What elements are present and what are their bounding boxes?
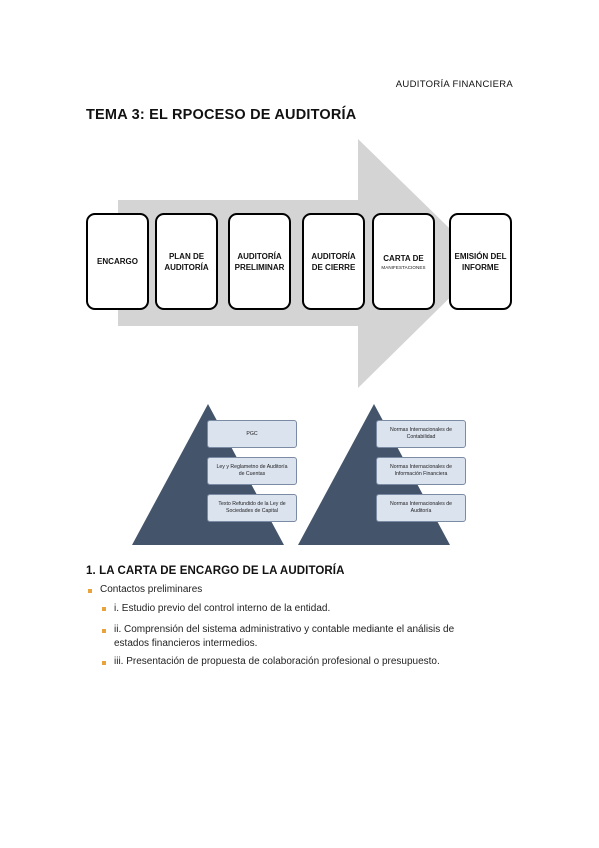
page-title: TEMA 3: EL RPOCESO DE AUDITORÍA [86, 107, 357, 123]
step-label: INFORME [462, 262, 499, 272]
process-arrow-shape [118, 139, 485, 388]
pyramid-left-box-2: Ley y Reglametno de Auditoría de Cuentas [207, 457, 297, 485]
list-item: ii. Comprensión del sistema administrati… [114, 624, 455, 635]
step-label: AUDITORÍA [311, 251, 356, 261]
step-sublabel: MANIFESTACIONES [381, 264, 426, 270]
pyramid-left-box-1: PGC [207, 420, 297, 448]
list-item: i. Estudio previo del control interno de… [114, 603, 331, 614]
step-label: AUDITORÍA [237, 251, 282, 261]
process-step-carta: CARTA DE MANIFESTACIONES [372, 213, 435, 310]
bullet-icon [102, 661, 106, 665]
bullet-icon [102, 607, 106, 611]
process-arrow [118, 139, 485, 388]
pyramid-right-box-1: Normas Internacionales de Contabilidad [376, 420, 466, 448]
process-step-informe: EMISIÓN DEL INFORME [449, 213, 512, 310]
step-label: PRELIMINAR [234, 262, 285, 272]
process-step-preliminar: AUDITORÍA PRELIMINAR [228, 213, 291, 310]
step-label: DE CIERRE [311, 262, 356, 272]
process-step-plan: PLAN DE AUDITORÍA [155, 213, 218, 310]
step-label: CARTA DE [383, 253, 424, 263]
process-step-encargo: ENCARGO [86, 213, 149, 310]
list-item-continuation: estados financieros intermedios. [114, 638, 258, 649]
document-header: AUDITORÍA FINANCIERA [395, 79, 513, 90]
pyramid-right-box-2: Normas Internacionales de Información Fi… [376, 457, 466, 485]
list-item-level1: Contactos preliminares [100, 584, 203, 595]
pyramid-right-box-3: Normas Internacionales de Auditoría [376, 494, 466, 522]
pyramid-left-box-3: Texto Refundido de la Ley de Sociedades … [207, 494, 297, 522]
bullet-icon [102, 629, 106, 633]
section-heading: 1. LA CARTA DE ENCARGO DE LA AUDITORÍA [86, 565, 345, 577]
step-label: EMISIÓN DEL [454, 251, 507, 261]
bullet-icon [88, 589, 92, 593]
step-label: ENCARGO [97, 257, 138, 266]
step-label: AUDITORÍA [164, 262, 209, 272]
list-item: iii. Presentación de propuesta de colabo… [114, 656, 440, 667]
pyramid-left [132, 404, 450, 545]
process-step-cierre: AUDITORÍA DE CIERRE [302, 213, 365, 310]
step-label: PLAN DE [168, 251, 205, 261]
